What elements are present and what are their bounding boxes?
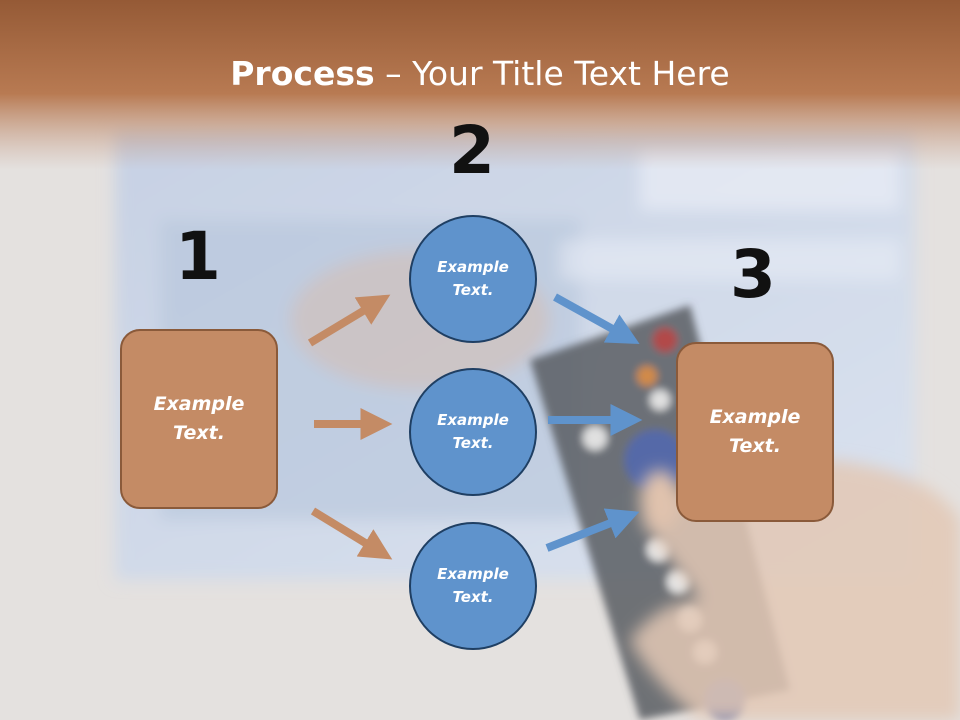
circle-bottom: Example Text. [409, 522, 537, 650]
left-box: Example Text. [120, 329, 278, 509]
right-box-text: Example Text. [709, 406, 801, 457]
step-number-1: 1 [175, 218, 221, 295]
title-rest: – Your Title Text Here [374, 54, 730, 93]
circle-middle: Example Text. [409, 368, 537, 496]
circle-bottom-text: Example Text. [437, 565, 509, 606]
step-number-2: 2 [449, 112, 495, 189]
slide-title: Process – Your Title Text Here [0, 52, 960, 96]
left-box-text: Example Text. [153, 393, 245, 444]
title-bold: Process [230, 54, 375, 93]
arrow-left-to-top [307, 294, 391, 347]
circle-middle-text: Example Text. [437, 411, 509, 452]
step-number-3: 3 [730, 236, 776, 313]
arrow-bottom-to-right [545, 508, 640, 552]
circle-top: Example Text. [409, 215, 537, 343]
circle-top-text: Example Text. [437, 258, 509, 299]
arrow-left-to-bottom [310, 507, 393, 560]
arrow-top-to-right [553, 293, 640, 344]
hand [630, 460, 960, 720]
right-box: Example Text. [676, 342, 834, 522]
